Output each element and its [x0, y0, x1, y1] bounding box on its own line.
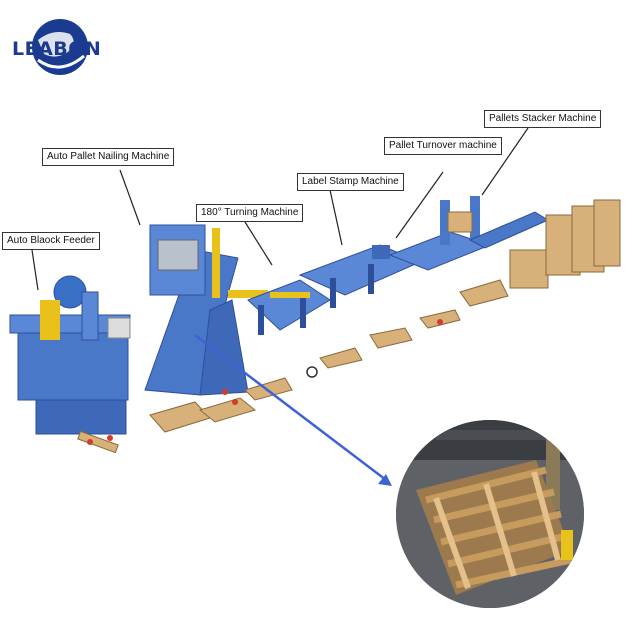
globe-icon [32, 19, 88, 75]
label-pallet-turnover-machine: Pallet Turnover machine [384, 137, 502, 155]
nailing-detail-illustration [396, 420, 584, 608]
block-feeder-machine [9, 275, 131, 435]
red-parts [87, 319, 443, 445]
detail-photo [396, 420, 584, 608]
label-auto-block-feeder: Auto Blaock Feeder [2, 232, 100, 250]
leader-line-turning [244, 221, 273, 266]
stacker-conveyor [468, 211, 550, 249]
stacked-pallets [509, 199, 621, 289]
brand-logo: LEABON [8, 10, 108, 85]
leader-line-stacker [481, 127, 529, 196]
label-pallets-stacker-machine: Pallets Stacker Machine [484, 110, 602, 128]
ring-part [306, 366, 318, 378]
label-stamp-machine [298, 244, 422, 308]
floor-pallets [77, 279, 509, 454]
leader-line-stamp [329, 189, 343, 246]
label-180-turning-machine: 180° Turning Machine [196, 204, 304, 222]
label-auto-pallet-nailing-machine: Auto Pallet Nailing Machine [42, 148, 175, 166]
label-label-stamp-machine: Label Stamp Machine [297, 173, 404, 191]
leader-line-turnover [395, 171, 444, 239]
zoom-arrow [194, 334, 392, 486]
leader-line-nailing [119, 169, 141, 226]
leader-line-feeder [31, 249, 39, 291]
nailing-machine [144, 224, 268, 396]
logo-text: LEABON [12, 38, 102, 60]
turning-machine [247, 279, 331, 335]
turnover-machine [388, 196, 492, 271]
